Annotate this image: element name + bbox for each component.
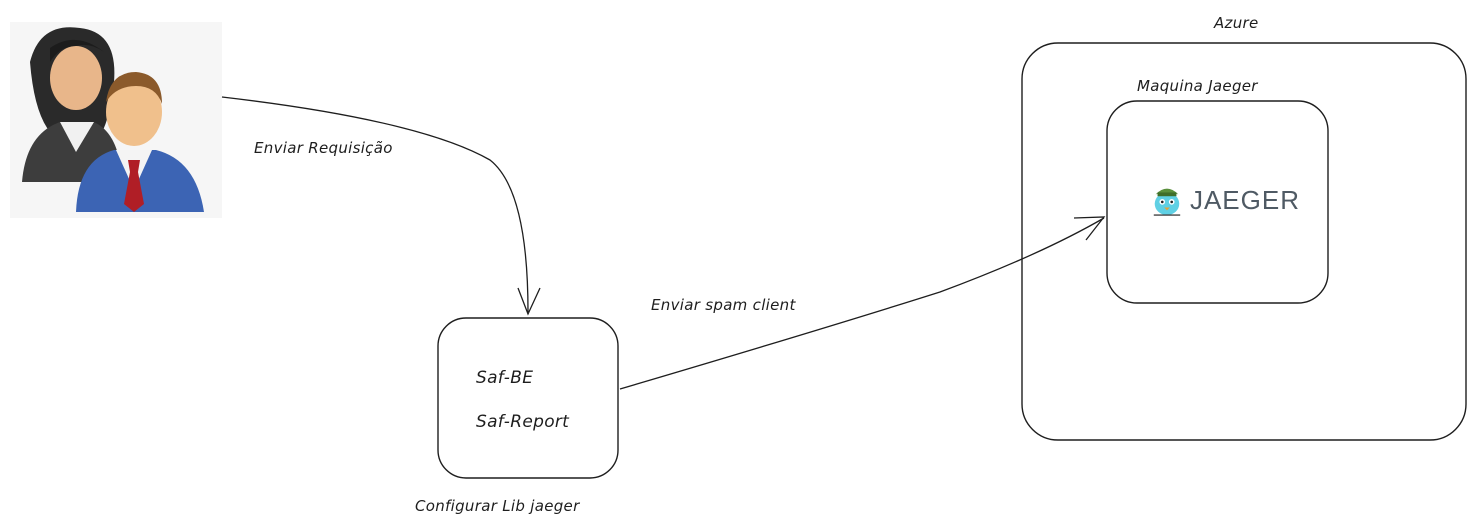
span-arrowhead xyxy=(1073,216,1106,241)
service-caption: Configurar Lib jaeger xyxy=(415,497,580,515)
request-arrowhead xyxy=(517,287,541,316)
service-saf-report-label: Saf-Report xyxy=(476,412,570,432)
jaeger-machine-box xyxy=(1106,100,1329,304)
azure-container xyxy=(1021,42,1467,441)
request-arrow xyxy=(221,96,529,313)
jaeger-logo-text: JAEGER xyxy=(1189,184,1300,215)
jaeger-machine-label: Maquina Jaeger xyxy=(1137,77,1258,95)
users-image xyxy=(10,22,222,218)
jaeger-mascot-icon xyxy=(1153,188,1181,216)
span-edge-label: Enviar spam client xyxy=(651,296,796,314)
request-edge-label: Enviar Requisição xyxy=(254,139,393,157)
users-icon xyxy=(22,27,204,212)
service-saf-be-label: Saf-BE xyxy=(476,368,534,388)
jaeger-logo: JAEGER xyxy=(1150,178,1300,222)
span-arrow xyxy=(619,217,1105,390)
service-box xyxy=(437,317,619,479)
azure-label: Azure xyxy=(1214,14,1259,32)
